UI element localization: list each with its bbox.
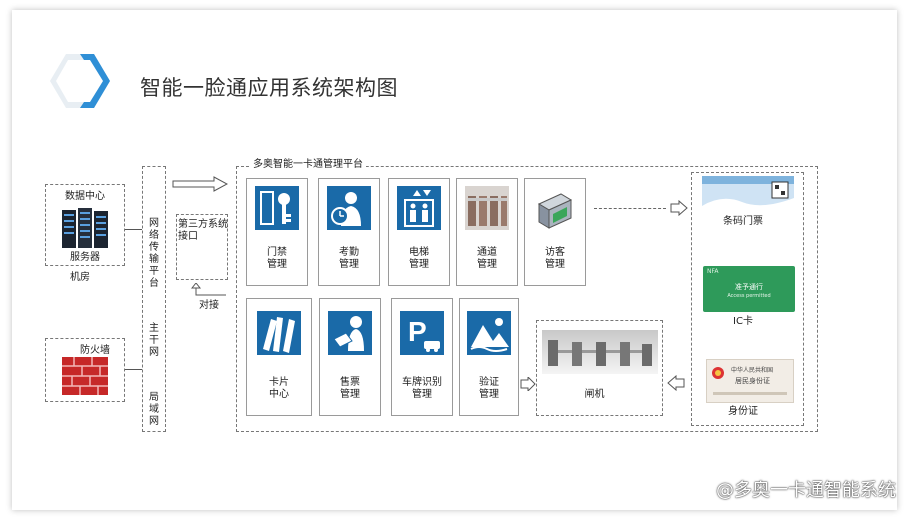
arrow-left-icon — [667, 375, 685, 391]
turnstile-photo-icon — [465, 186, 509, 230]
module-card-ticketing[interactable]: 售票 管理 — [319, 298, 381, 416]
watermark: @多奥一卡通智能系统 — [716, 480, 896, 501]
module-label: 管理 — [339, 259, 359, 270]
module-label: 管理 — [545, 259, 565, 270]
module-label: 管理 — [477, 259, 497, 270]
server-icon — [62, 208, 108, 248]
module-label: 卡片 — [269, 377, 289, 388]
slide-frame — [12, 10, 897, 510]
credential-column — [691, 172, 804, 426]
module-label: 通道 — [477, 247, 497, 258]
module-card-plate-recognition[interactable]: P 车牌识别 管理 — [391, 298, 453, 416]
module-card-verification[interactable]: 验证 管理 — [459, 298, 519, 416]
logo-icon — [50, 54, 110, 108]
qr-ticket-icon — [702, 176, 794, 210]
parking-icon: P — [400, 311, 444, 355]
landscape-icon — [467, 311, 511, 355]
module-label: 管理 — [340, 389, 360, 400]
datacenter-box — [45, 184, 125, 266]
page-title: 智能一脸通应用系统架构图 — [140, 76, 398, 100]
module-label: 电梯 — [409, 247, 429, 258]
module-label: 验证 — [479, 377, 499, 388]
module-label: 中心 — [269, 389, 289, 400]
server-label: 服务器 — [70, 252, 100, 263]
attendance-clock-icon — [327, 186, 371, 230]
room-label: 机房 — [70, 272, 90, 283]
emblem-icon — [712, 367, 724, 379]
module-card-attendance[interactable]: 考勤 管理 — [318, 178, 380, 286]
door-key-icon — [255, 186, 299, 230]
connector-datacenter — [125, 229, 142, 230]
id-card: 中华人民共和国 居民身份证 — [706, 359, 794, 403]
third-party-box — [176, 214, 228, 280]
arrow-right-icon — [172, 176, 228, 192]
network-lan-label: 局域网 — [149, 392, 159, 427]
ic-card-brand: NFA — [707, 268, 719, 275]
module-label: 管理 — [267, 259, 287, 270]
module-card-elevator[interactable]: 电梯 管理 — [388, 178, 450, 286]
qr-ticket-label: 条码门票 — [723, 216, 763, 227]
gate-label: 闸机 — [584, 389, 605, 400]
arrow-right-icon — [520, 377, 536, 391]
return-arrow-icon — [190, 283, 226, 296]
ic-card-text: 准予通行 — [735, 283, 763, 291]
module-label: 考勤 — [339, 247, 359, 258]
module-card-visitor[interactable]: 访客 管理 — [524, 178, 586, 286]
id-card-text: 居民身份证 — [735, 377, 770, 385]
module-label: 管理 — [412, 389, 432, 400]
id-card-text: 中华人民共和国 — [731, 367, 774, 374]
cards-icon — [257, 311, 301, 355]
module-label: 访客 — [545, 247, 565, 258]
module-label: 车牌识别 — [402, 377, 442, 388]
connector-firewall — [125, 369, 142, 370]
network-transport-label: 网络传输平台 — [149, 218, 159, 289]
datacenter-label: 数据中心 — [65, 191, 105, 202]
firewall-icon — [62, 357, 108, 395]
arrow-right-icon — [670, 200, 688, 216]
gate-box — [536, 320, 663, 416]
firewall-box — [45, 338, 125, 402]
svg-text:P: P — [408, 316, 427, 347]
network-column — [142, 166, 166, 432]
gate-turnstile-icon — [542, 330, 658, 374]
module-label: 管理 — [479, 389, 499, 400]
id-card-stripe — [713, 392, 787, 395]
platform-label: 多奥智能一卡通管理平台 — [250, 159, 366, 171]
firewall-label: 防火墙 — [80, 345, 110, 356]
module-label: 门禁 — [267, 247, 287, 258]
third-party-label: 第三方系统接口 — [178, 219, 228, 242]
module-label: 售票 — [340, 377, 360, 388]
module-label: 管理 — [409, 259, 429, 270]
ic-card: NFA 准予通行 Access permitted — [703, 266, 795, 312]
dock-label: 对接 — [199, 300, 219, 311]
id-card-label: 身份证 — [728, 406, 758, 417]
module-card-passage[interactable]: 通道 管理 — [456, 178, 518, 286]
ticket-sale-icon — [328, 311, 372, 355]
module-card-access[interactable]: 门禁 管理 — [246, 178, 308, 286]
visitor-terminal-icon — [533, 186, 577, 230]
ic-card-label: IC卡 — [733, 316, 753, 327]
module-card-card-center[interactable]: 卡片 中心 — [246, 298, 312, 416]
dashed-connector — [594, 208, 666, 209]
ic-card-text-en: Access permitted — [727, 293, 771, 299]
network-backbone-label: 主干网 — [149, 323, 159, 358]
platform-frame — [236, 166, 818, 432]
elevator-icon — [397, 186, 441, 230]
